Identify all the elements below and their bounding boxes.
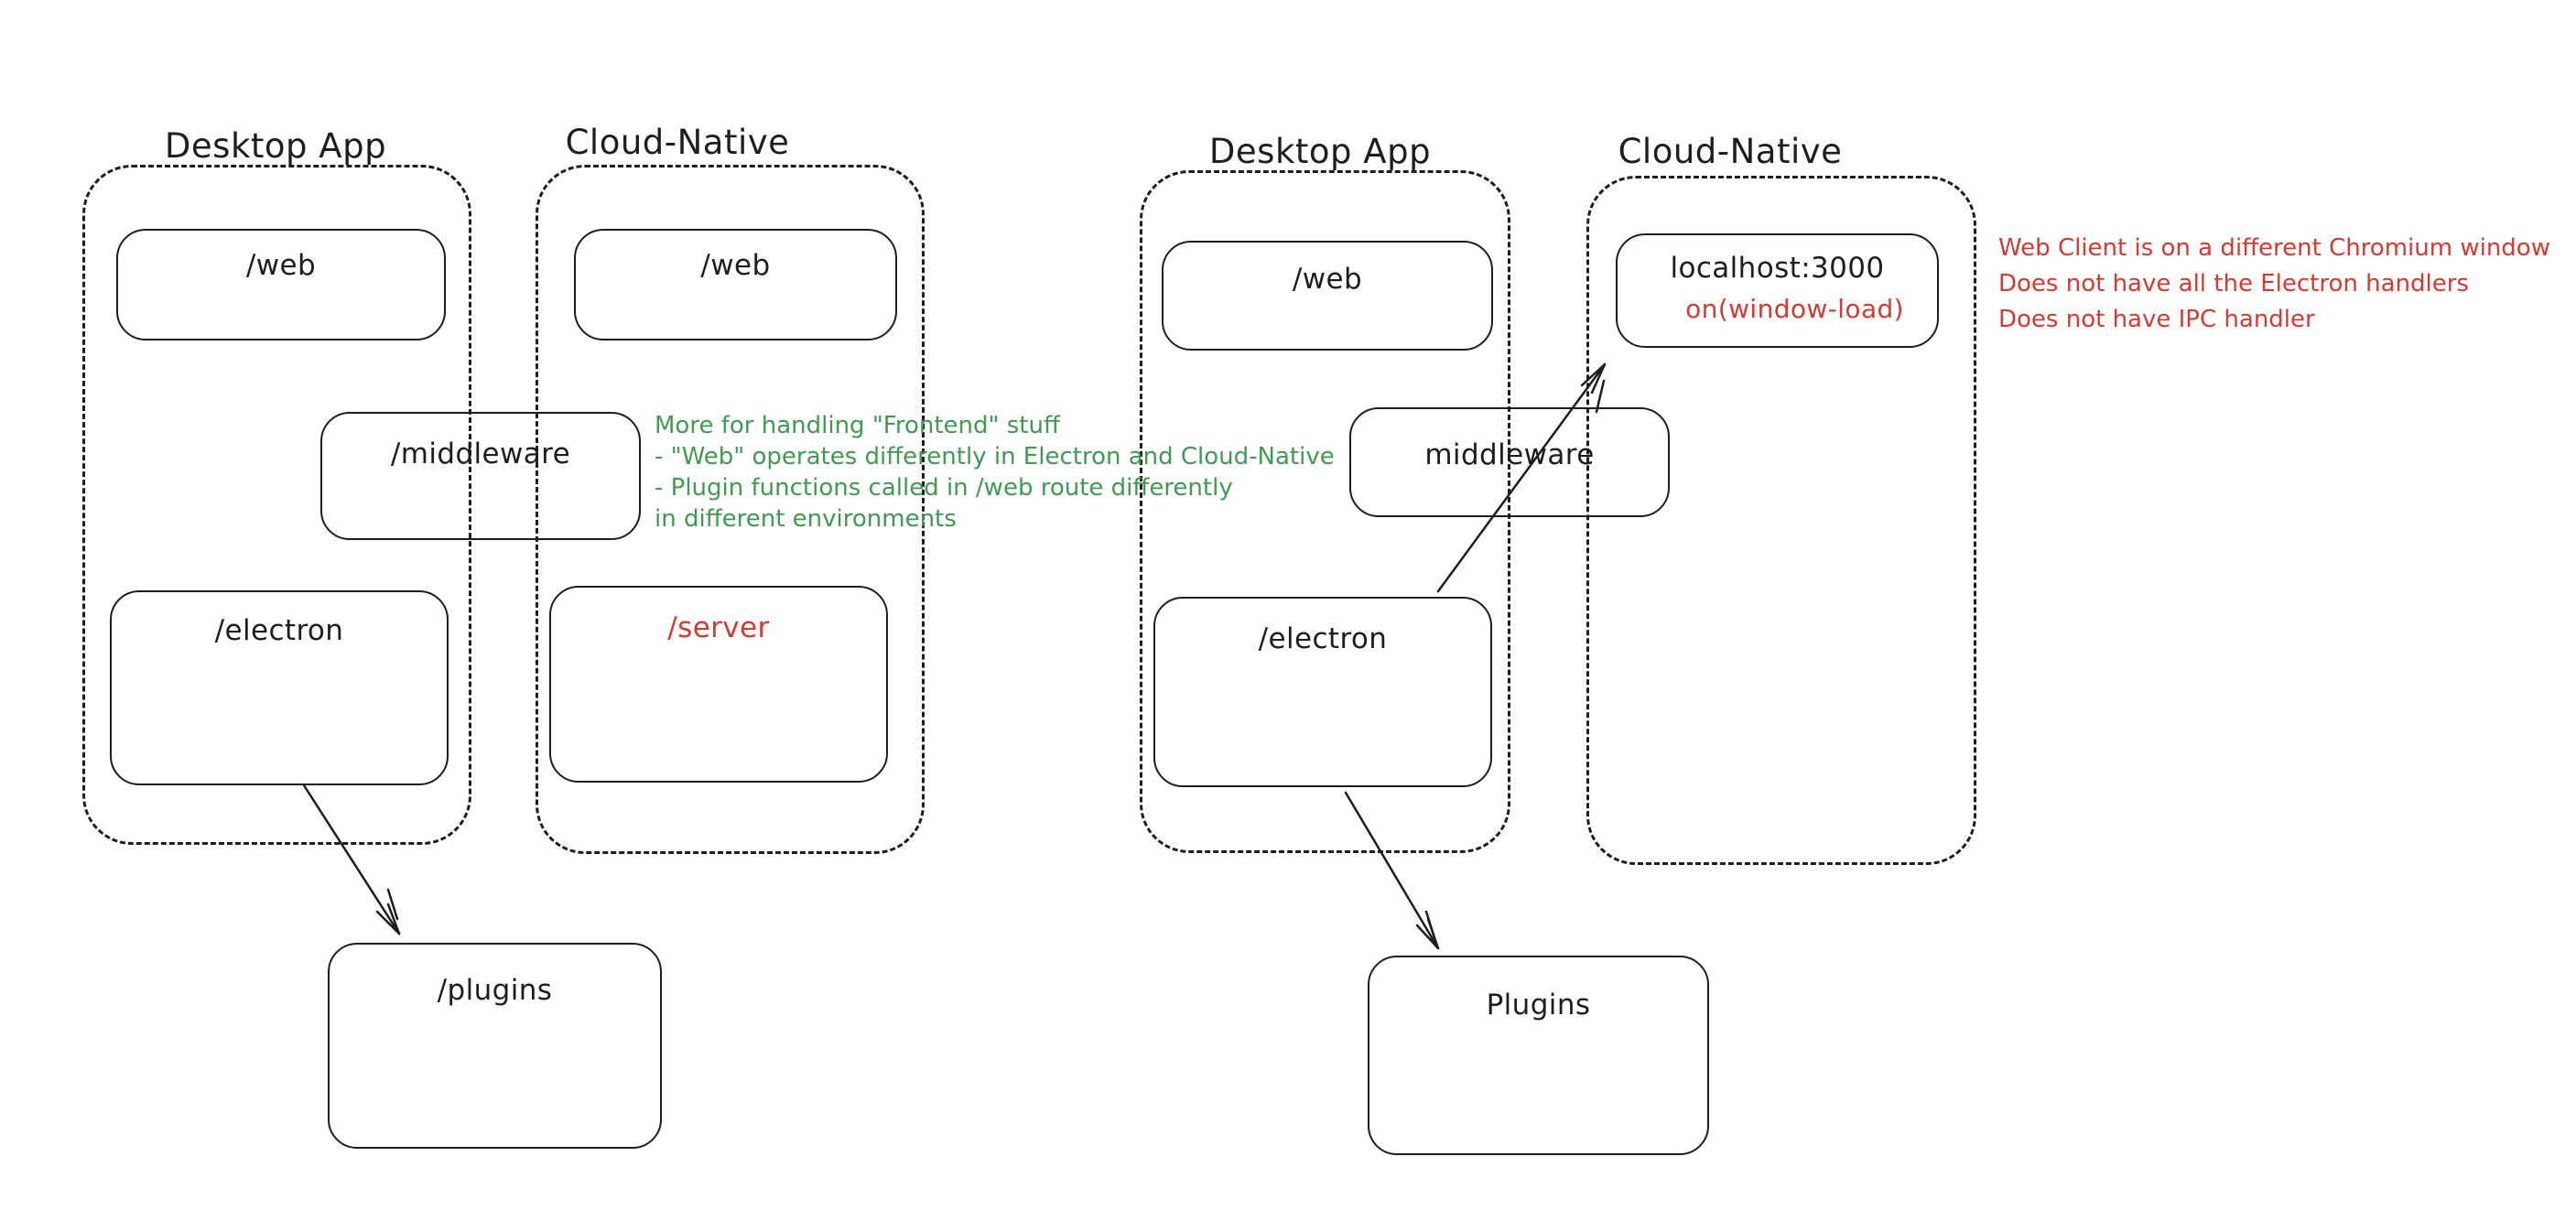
frontend-note-line4: in different environments bbox=[655, 505, 957, 533]
left-server-box: /server bbox=[549, 586, 888, 783]
left-web-box: /web bbox=[116, 229, 446, 340]
left-electron-label: /electron bbox=[214, 614, 344, 647]
frontend-note-line2: - "Web" operates differently in Electron… bbox=[655, 443, 1335, 470]
left-web-label: /web bbox=[245, 249, 317, 282]
left-cloud-native-container bbox=[536, 165, 925, 854]
left-plugins-box: /plugins bbox=[328, 943, 662, 1149]
frontend-note: More for handling "Frontend" stuff - "We… bbox=[655, 410, 1335, 535]
right-cloud-native-title: Cloud-Native bbox=[1618, 132, 1843, 171]
right-plugins-label: Plugins bbox=[1486, 989, 1591, 1021]
right-desktop-app-title: Desktop App bbox=[1208, 132, 1432, 171]
left-middleware-box: /middleware bbox=[320, 412, 641, 540]
left-middleware-label: /middleware bbox=[390, 438, 571, 470]
left-electron-box: /electron bbox=[110, 590, 449, 785]
frontend-note-line1: More for handling "Frontend" stuff bbox=[655, 412, 1060, 439]
left-cloud-native-title: Cloud-Native bbox=[565, 123, 790, 162]
web-client-note-line2: Does not have all the Electron handlers bbox=[1998, 270, 2469, 297]
left-cloud-web-box: /web bbox=[574, 229, 897, 340]
right-middleware-box: middleware bbox=[1349, 407, 1670, 517]
web-client-note-line1: Web Client is on a different Chromium wi… bbox=[1998, 234, 2550, 262]
localhost-box: localhost:3000 on(window-load) bbox=[1616, 233, 1939, 348]
right-web-box: /web bbox=[1162, 241, 1493, 351]
localhost-label: localhost:3000 bbox=[1670, 252, 1885, 285]
right-electron-label: /electron bbox=[1258, 622, 1388, 655]
left-desktop-app-title: Desktop App bbox=[164, 126, 387, 166]
left-server-label: /server bbox=[667, 611, 770, 644]
right-middleware-label: middleware bbox=[1424, 438, 1595, 471]
left-desktop-app-container bbox=[82, 165, 471, 845]
right-web-label: /web bbox=[1292, 263, 1363, 296]
frontend-note-line3: - Plugin functions called in /web route … bbox=[655, 474, 1233, 502]
web-client-note: Web Client is on a different Chromium wi… bbox=[1998, 231, 2550, 338]
right-plugins-box: Plugins bbox=[1368, 956, 1709, 1155]
left-cloud-web-label: /web bbox=[700, 249, 771, 282]
web-client-note-line3: Does not have IPC handler bbox=[1998, 306, 2315, 333]
right-electron-box: /electron bbox=[1153, 597, 1492, 787]
on-window-load-label: on(window-load) bbox=[1685, 294, 1904, 324]
left-plugins-label: /plugins bbox=[437, 974, 553, 1007]
